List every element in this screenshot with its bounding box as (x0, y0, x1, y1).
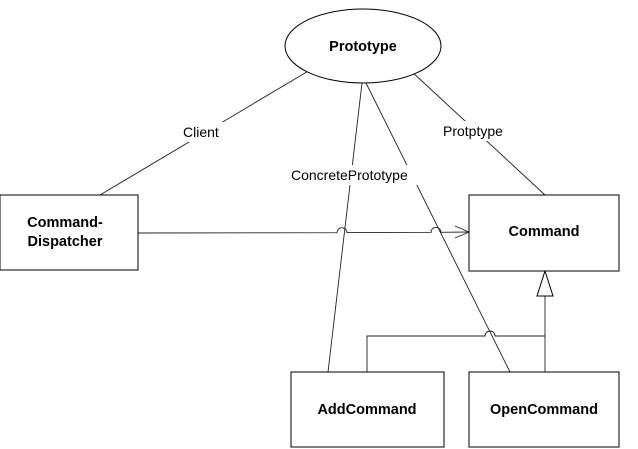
client-role-label: Client (183, 124, 219, 140)
open-command-box (468, 371, 620, 448)
prototype-label-bg (441, 121, 517, 141)
client-label-bg (180, 122, 230, 142)
prototype-role-label: Protptype (443, 123, 503, 139)
command-label: Command (509, 224, 580, 240)
open-command-label: OpenCommand (490, 402, 598, 418)
command-dispatcher-label-line2: Dispatcher (28, 234, 103, 250)
generalization-line-add (366, 330, 545, 372)
command-dispatcher-box (0, 194, 139, 271)
add-command-label: AddCommand (317, 402, 416, 418)
add-command-box (290, 371, 445, 448)
dependency-arrow (137, 226, 470, 234)
prototype-collaboration-ellipse (284, 8, 442, 84)
command-dispatcher-label-line1: Command- (27, 215, 103, 231)
concrete-prototype-label-bg (289, 165, 435, 185)
command-box (468, 194, 620, 272)
concrete-prototype-role-label: ConcretePrototype (291, 167, 408, 183)
prototype-collaboration-label: Prototype (329, 39, 397, 55)
generalization-triangle (536, 269, 554, 297)
concrete-prototype-connector-add (327, 82, 363, 373)
